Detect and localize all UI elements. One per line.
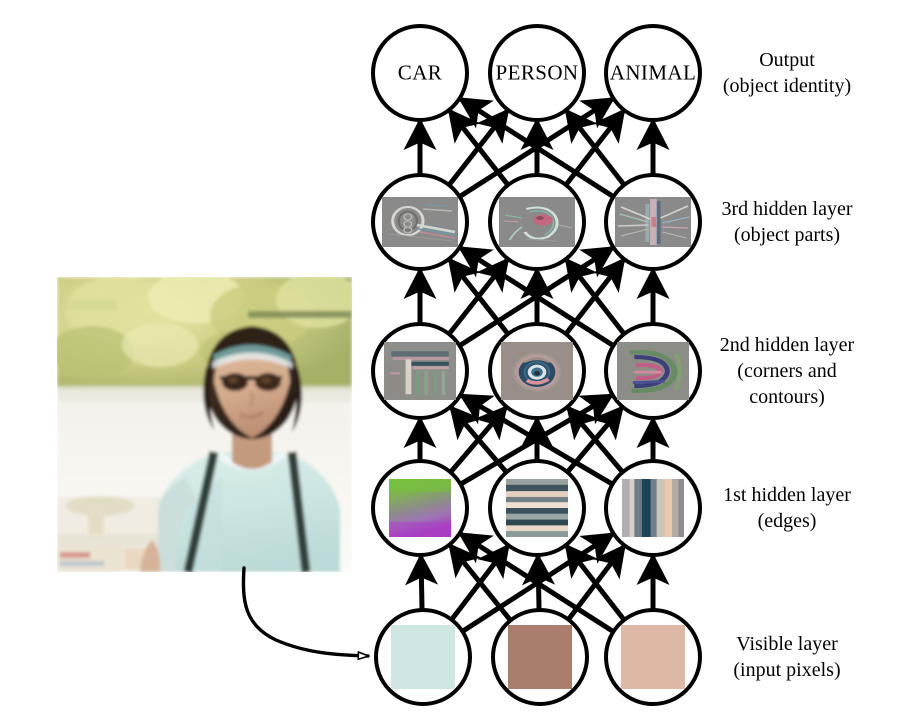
layer-label-line: (object parts) <box>733 224 841 246</box>
connection-visible-1-to-hidden1-1 <box>405 552 439 610</box>
input-arrow <box>241 566 370 656</box>
connection-visible-3-to-hidden1-2 <box>564 543 626 621</box>
layer-label-line: (corners and <box>737 360 837 382</box>
feature-patch-vertical-edge <box>622 479 684 537</box>
feature-patch-wheel-feature <box>382 197 458 247</box>
layer-label-line: 1st hidden layer <box>723 484 851 506</box>
feature-patch-horizontal-edge <box>506 479 568 537</box>
layer-label-line: Output <box>759 49 815 71</box>
feature-patch-gradient-edge <box>389 479 451 537</box>
layer-label-hidden1: 1st hidden layer (edges) <box>667 482 907 534</box>
layer-label-line: contours) <box>749 386 825 408</box>
feature-patch-corner-feature <box>384 342 456 400</box>
input-photograph <box>57 277 352 572</box>
node-output-1 <box>371 24 469 122</box>
feature-patch-contour-feature <box>617 342 689 400</box>
layer-label-line: (edges) <box>757 510 817 532</box>
feature-patch-concentric-feature <box>501 342 573 400</box>
feature-patch-pixel-swatch-tan <box>621 625 685 689</box>
node-output-3 <box>604 24 702 122</box>
node-output-2 <box>488 24 586 122</box>
layer-label-line: 2nd hidden layer <box>719 334 855 356</box>
feature-patch-pixel-swatch-cyan <box>391 625 455 689</box>
connection-hidden2-3-to-hidden3-2 <box>564 257 626 335</box>
layer-label-line: (object identity) <box>722 75 852 97</box>
output-node-label-animal: ANIMAL <box>609 60 697 85</box>
output-node-label-car: CAR <box>397 60 443 85</box>
connection-visible-3-to-hidden1-1 <box>457 532 614 634</box>
connection-hidden1-3-to-hidden2-2 <box>566 405 624 473</box>
connection-hidden1-3-to-hidden2-1 <box>458 393 613 486</box>
connection-hidden2-3-to-hidden3-1 <box>457 246 614 348</box>
layer-label-line: Visible layer <box>736 633 838 655</box>
layer-label-line: (input pixels) <box>733 659 841 681</box>
connection-hidden3-3-to-output-1 <box>457 97 614 199</box>
connection-hidden3-3-to-output-2 <box>564 108 626 186</box>
feature-patch-pixel-swatch-brown <box>508 625 572 689</box>
layer-connections <box>403 97 670 634</box>
layer-label-visible: Visible layer (input pixels) <box>667 631 907 683</box>
layer-label-hidden3: 3rd hidden layer (object parts) <box>667 196 907 248</box>
layer-label-output: Output (object identity) <box>667 47 907 99</box>
feature-patch-face-feature <box>499 197 575 247</box>
layer-label-hidden2: 2nd hidden layer (corners and contours) <box>667 332 907 410</box>
output-node-label-person: PERSON <box>495 60 579 85</box>
feature-patch-legs-feature <box>615 197 691 247</box>
layer-label-line: 3rd hidden layer <box>721 198 853 220</box>
